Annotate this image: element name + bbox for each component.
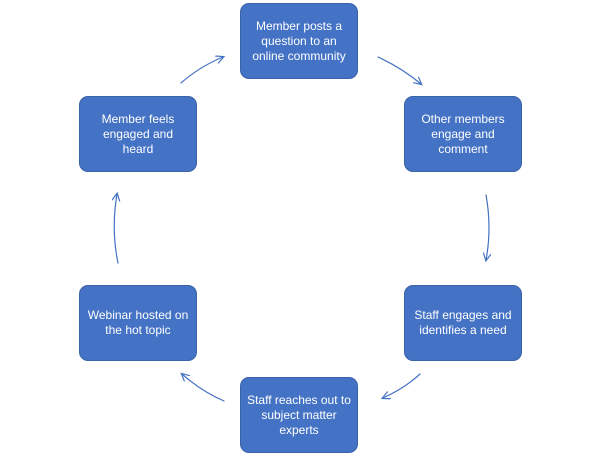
arrow-other-members-to-staff-engages	[486, 194, 489, 260]
node-staff-reaches-out: Staff reaches out to subject matter expe…	[240, 377, 358, 453]
node-label: Webinar hosted on the hot topic	[87, 308, 189, 337]
node-label: Member feels engaged and heard	[101, 111, 175, 156]
node-label: Staff reaches out to subject matter expe…	[247, 392, 351, 437]
node-staff-engages: Staff engages and identifies a need	[404, 285, 522, 361]
node-member-feels: Member feels engaged and heard	[79, 96, 197, 172]
node-other-members: Other members engage and comment	[404, 96, 522, 172]
node-label: Other members engage and comment	[421, 111, 505, 156]
arrow-member-posts-to-other-members	[377, 56, 421, 84]
node-label: Staff engages and identifies a need	[414, 308, 512, 337]
node-webinar: Webinar hosted on the hot topic	[79, 285, 197, 361]
arrow-webinar-to-member-feels	[114, 194, 118, 264]
node-label: Member posts a question to an online com…	[252, 18, 346, 63]
arrow-member-feels-to-member-posts	[180, 57, 223, 84]
arrow-staff-reaches-out-to-webinar	[182, 374, 225, 402]
node-member-posts: Member posts a question to an online com…	[240, 3, 358, 79]
arrow-staff-engages-to-staff-reaches-out	[383, 373, 421, 398]
